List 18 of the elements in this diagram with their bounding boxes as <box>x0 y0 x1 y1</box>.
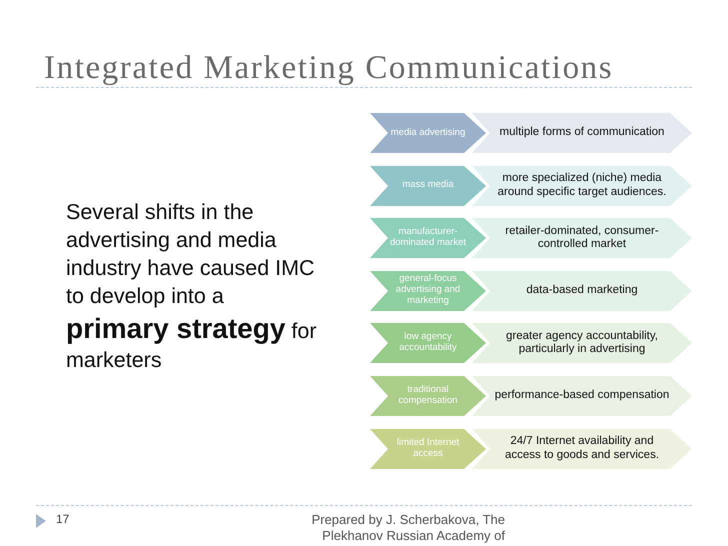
shift-panel: manufacturer-dominated market <box>370 218 486 258</box>
result-panel: performance-based compensation <box>472 376 692 416</box>
footer-text: Prepared by J. Scherbakova, The Plekhanov Russian Academy of <box>310 512 505 544</box>
result-panel: more specialized (niche) media around specific target audiences. <box>472 166 692 206</box>
shift-panel: general-focus advertising and marketing <box>370 270 486 311</box>
result-panel: multiple forms of communication <box>472 113 692 153</box>
result-panel: 24/7 Internet availability and access to goods and services. <box>472 428 692 469</box>
body-text: Several shifts in the advertising and media industry have caused IMC to develop into a primary strategy for marketers <box>66 199 318 374</box>
result-panel: greater agency accountability, particularly in advertising <box>472 323 692 364</box>
page-number: 17 <box>56 512 70 526</box>
result-panel: data-based marketing <box>472 270 692 311</box>
shift-panel: media advertising <box>370 113 486 153</box>
shift-panel: low agency accountability <box>370 323 486 364</box>
shift-panel: limited Internet access <box>370 428 486 469</box>
shift-panel: mass media <box>370 166 486 206</box>
result-panel: retailer-dominated, consumer-controlled market <box>472 218 692 258</box>
slide-title: Integrated Marketing Communications <box>44 50 614 87</box>
shift-panel: traditional compensation <box>370 376 486 416</box>
